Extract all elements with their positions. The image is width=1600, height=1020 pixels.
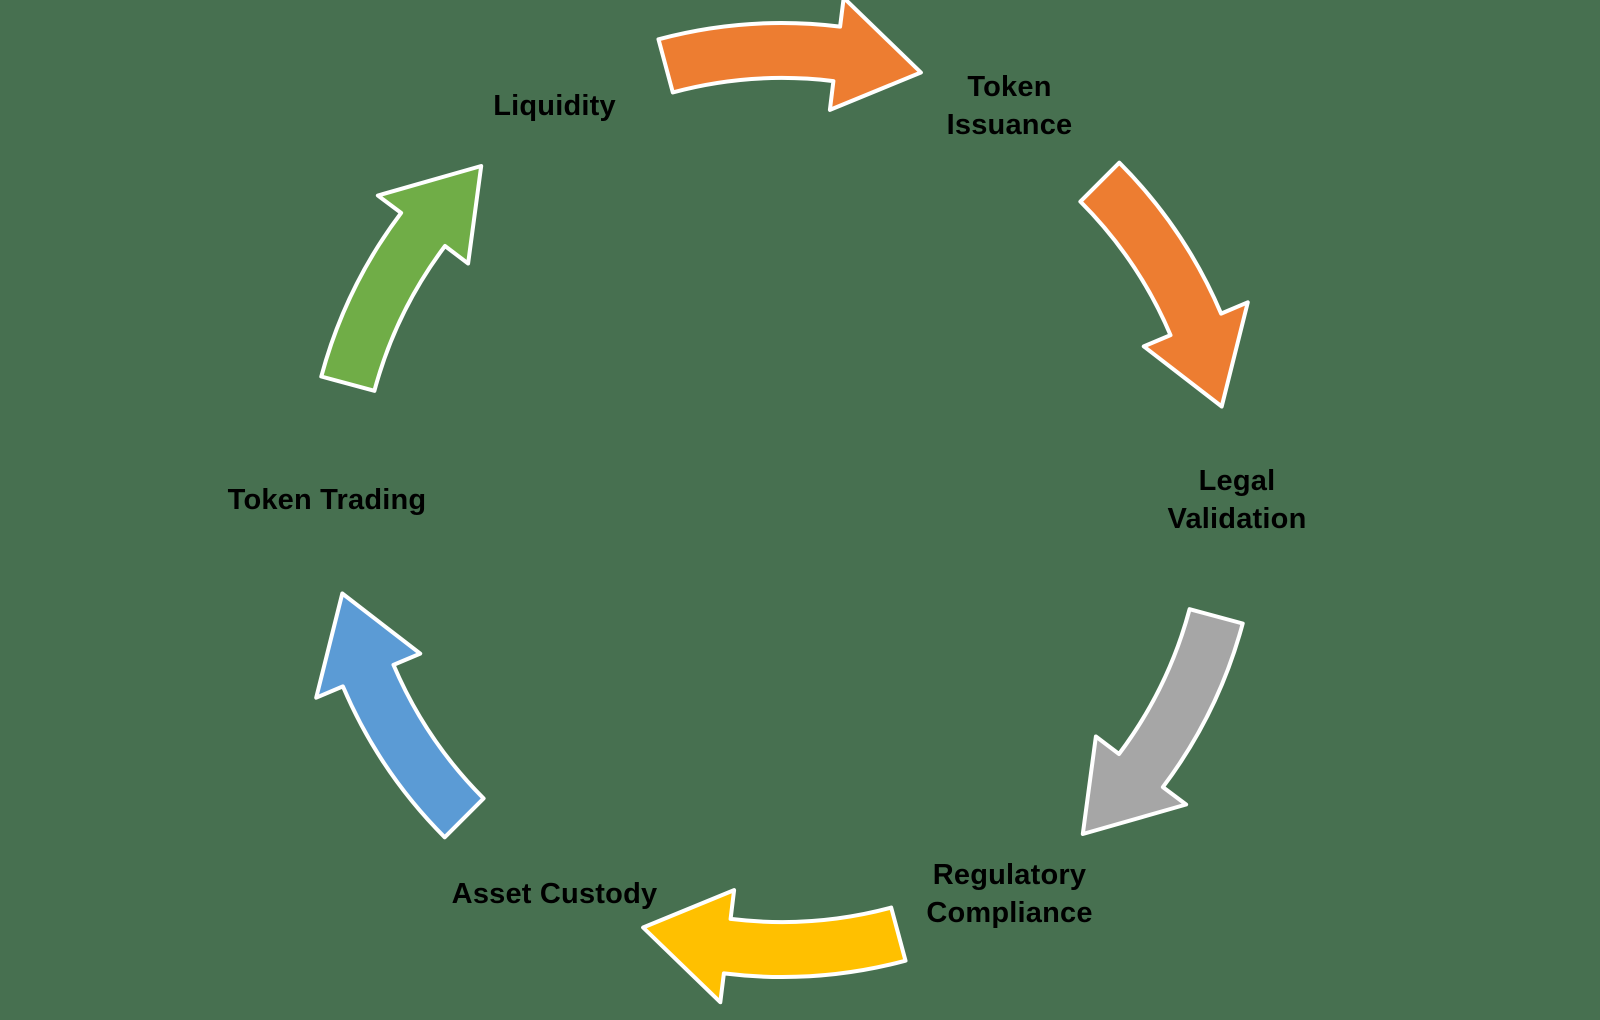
node-label-line: Validation — [1167, 503, 1307, 535]
node-label-line: Issuance — [946, 108, 1073, 141]
node-label-asset-custody: Asset Custody — [452, 875, 658, 913]
arrow-legal-validation-to-regulatory-compliance — [1080, 607, 1245, 836]
node-label-token-trading: Token Trading — [228, 481, 427, 519]
node-label-line: Token Trading — [227, 484, 427, 516]
arrow-regulatory-compliance-to-asset-custody — [641, 888, 908, 1005]
node-label-line: Asset Custody — [451, 878, 658, 911]
node-label-line: Regulatory — [932, 859, 1087, 892]
arrow-liquidity-to-token-issuance — [656, 0, 923, 112]
node-label-liquidity: Liquidity — [493, 87, 616, 125]
node-label-line: Compliance — [926, 897, 1093, 930]
node-label-line: Legal — [1198, 465, 1276, 497]
arrow-token-trading-to-liquidity — [319, 164, 484, 393]
node-label-line: Liquidity — [493, 89, 616, 122]
arrow-token-issuance-to-legal-validation — [1078, 160, 1250, 409]
arrow-asset-custody-to-token-trading — [314, 591, 486, 840]
node-label-line: Token — [967, 70, 1052, 103]
